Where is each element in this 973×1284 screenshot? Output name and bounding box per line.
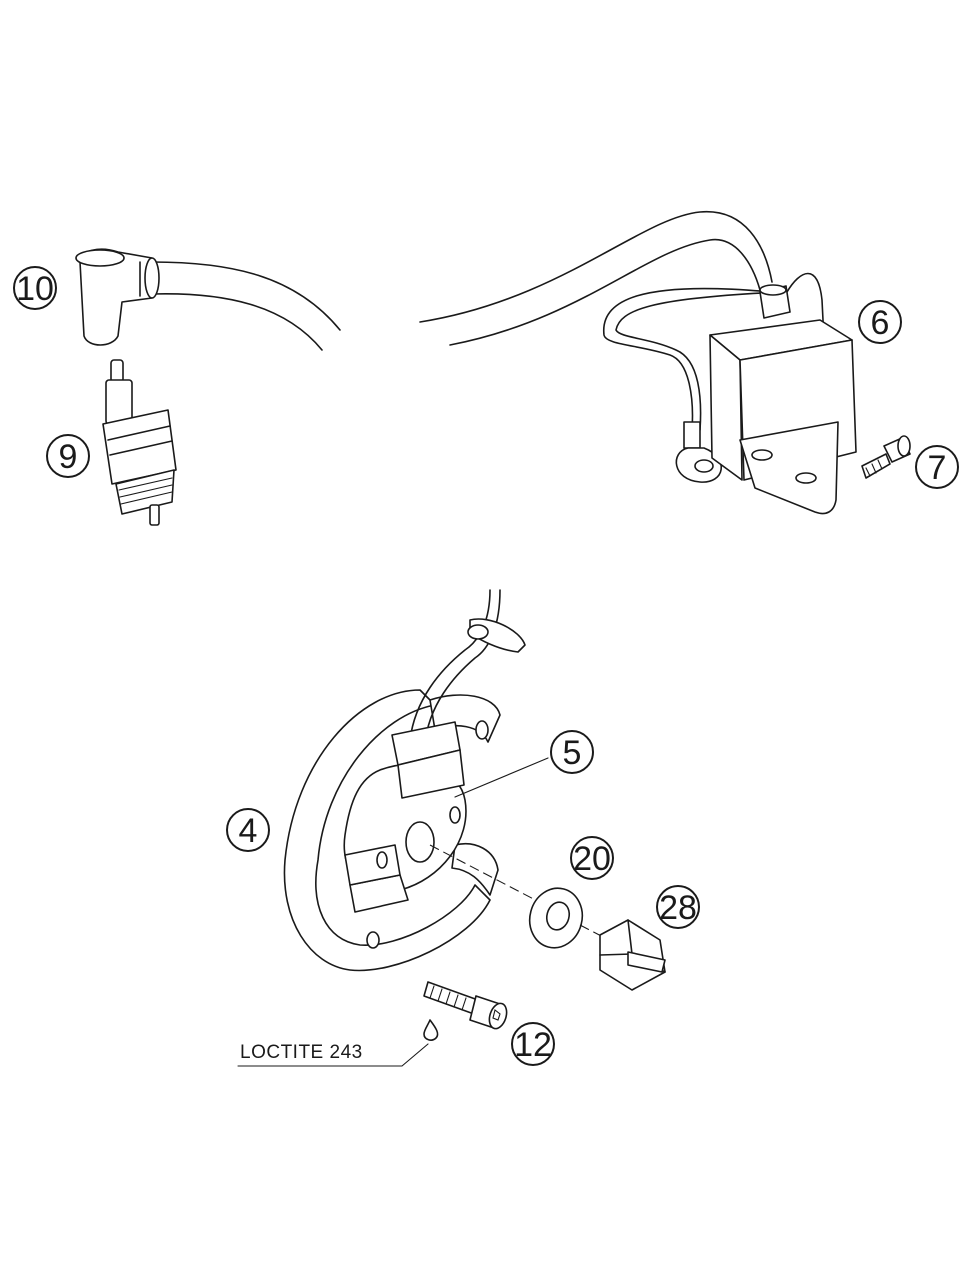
svg-text:4: 4 xyxy=(239,812,258,850)
svg-text:28: 28 xyxy=(659,889,697,927)
svg-text:10: 10 xyxy=(16,270,54,308)
callout-12: 12 xyxy=(511,1022,555,1066)
svg-text:7: 7 xyxy=(928,449,947,487)
callout-28: 28 xyxy=(656,885,700,929)
loctite-note: LOCTITE 243 xyxy=(240,1042,363,1063)
ignition-coil xyxy=(603,272,857,515)
ignition-cable xyxy=(151,211,773,351)
callout-10: 10 xyxy=(13,266,57,310)
svg-text:9: 9 xyxy=(59,438,78,476)
callout-4: 4 xyxy=(226,808,270,852)
svg-text:6: 6 xyxy=(871,304,890,342)
callout-7: 7 xyxy=(915,445,959,489)
stator-bolt xyxy=(423,981,508,1030)
spark-plug xyxy=(102,359,177,526)
nut xyxy=(599,919,666,991)
callout-5: 5 xyxy=(550,730,594,774)
spark-plug-cap xyxy=(75,248,160,346)
callout-5-leader xyxy=(454,757,549,798)
callout-20: 20 xyxy=(570,836,614,880)
callout-6: 6 xyxy=(858,300,902,344)
coil-screw xyxy=(861,435,911,479)
lighting-coil xyxy=(343,589,546,913)
washer xyxy=(528,887,606,949)
svg-text:12: 12 xyxy=(514,1026,552,1064)
svg-text:5: 5 xyxy=(563,734,582,772)
stator-plate xyxy=(283,689,501,972)
callout-9: 9 xyxy=(46,434,90,478)
svg-text:20: 20 xyxy=(573,840,611,878)
loctite-drop xyxy=(237,1019,439,1067)
